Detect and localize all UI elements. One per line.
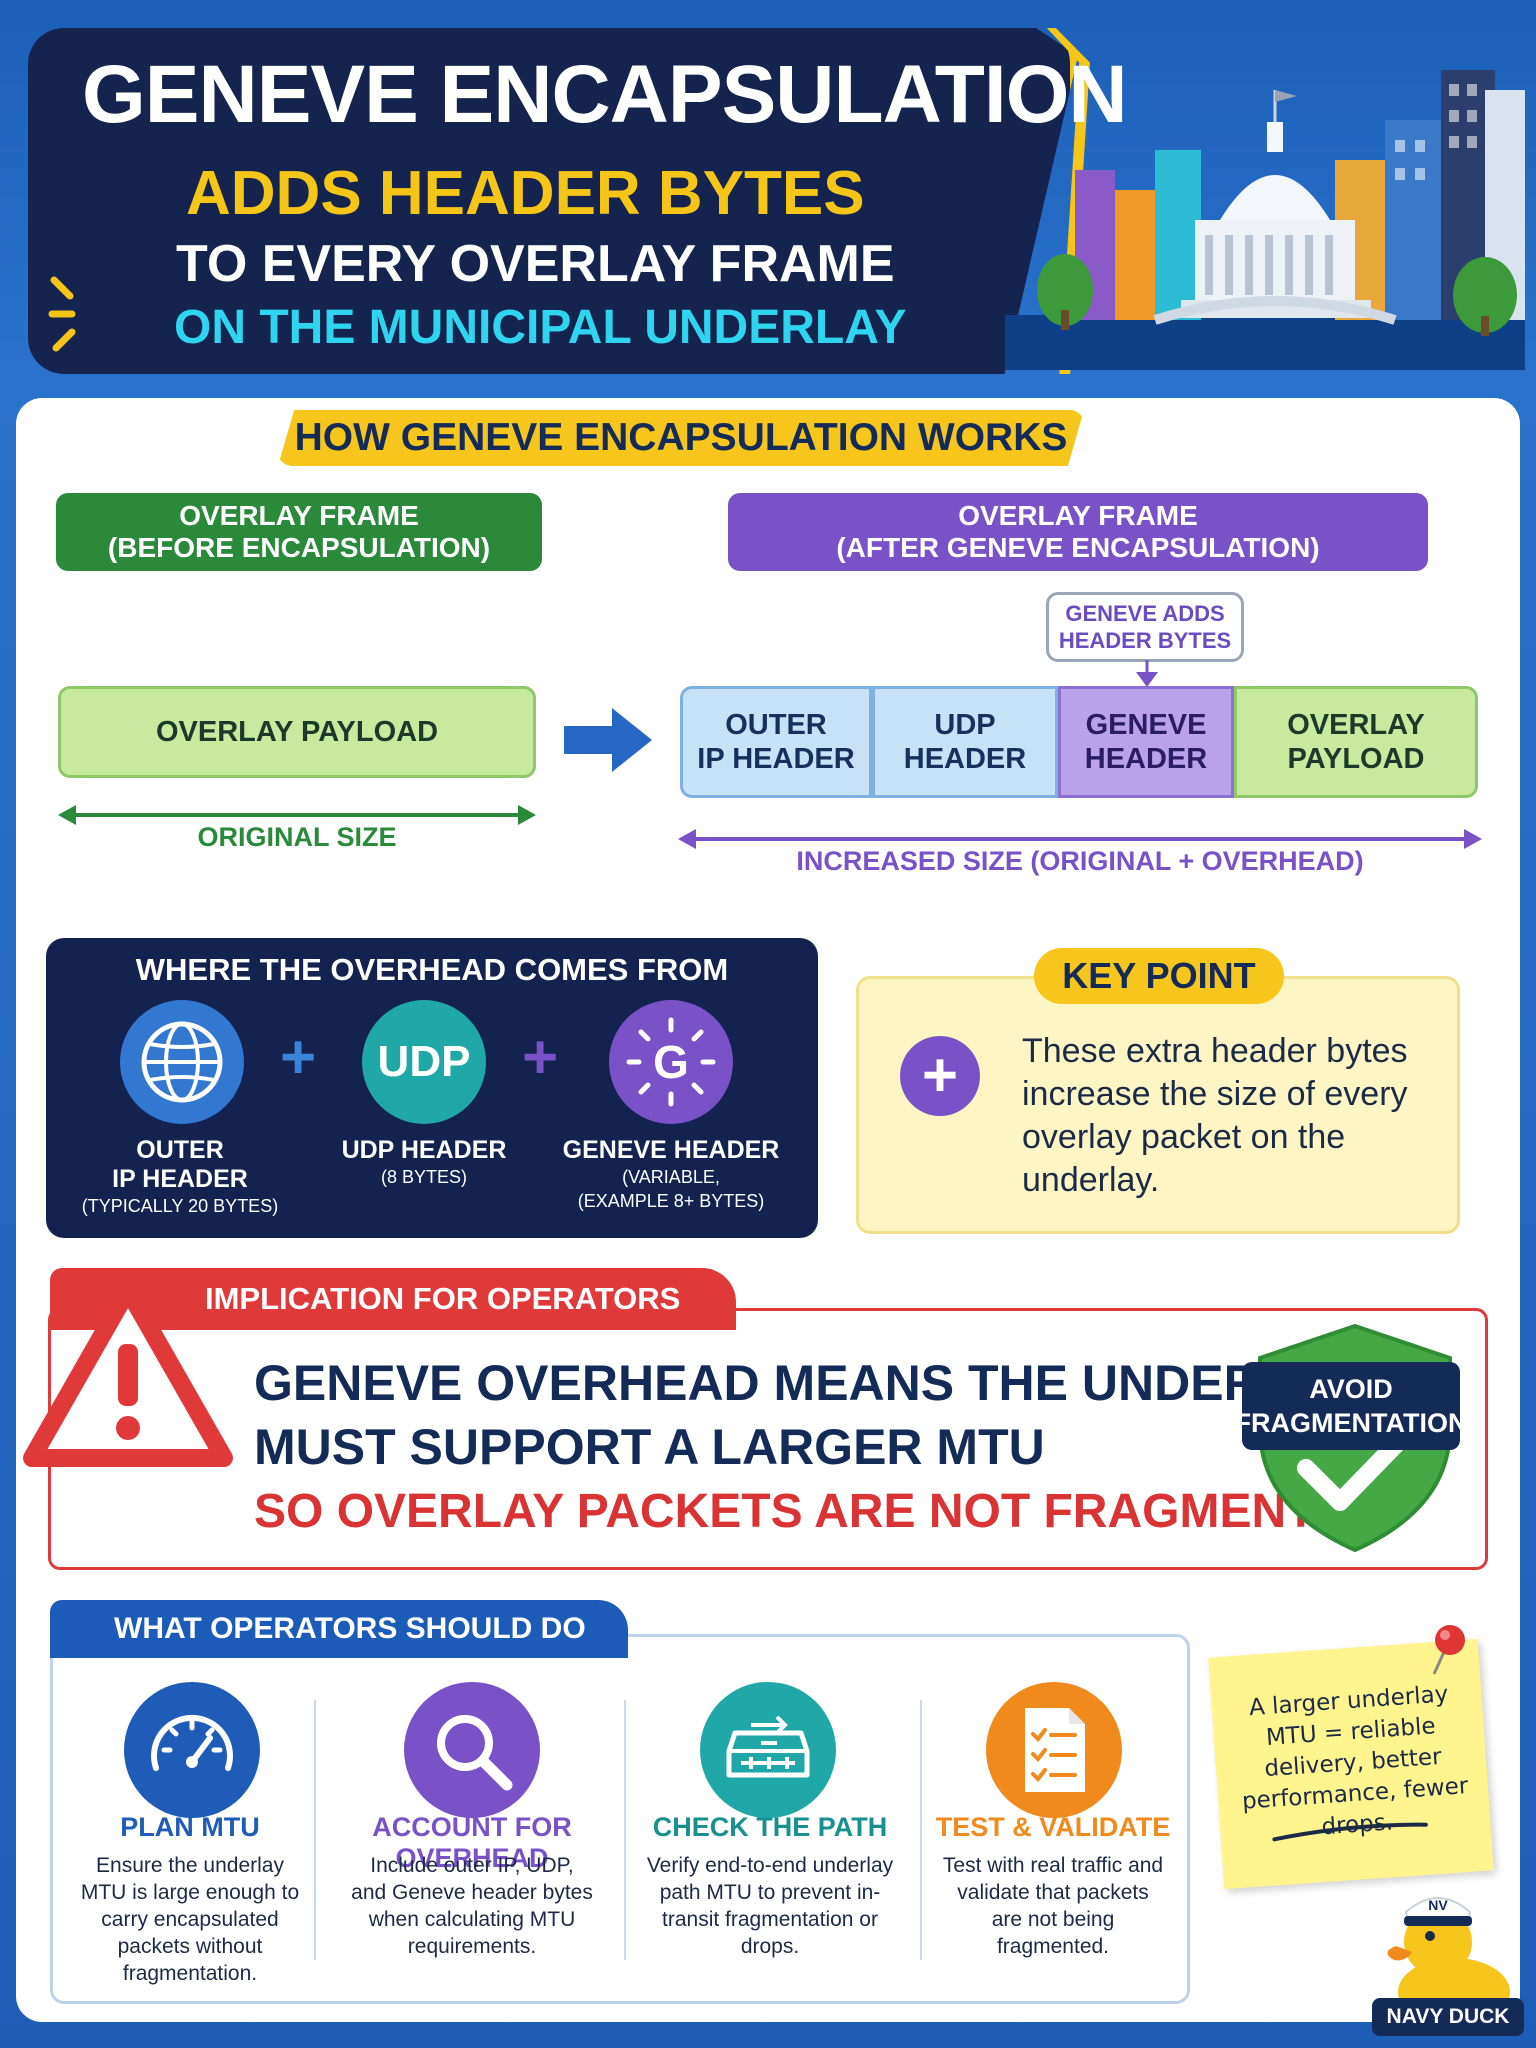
key-point-title: KEY POINT	[1034, 948, 1284, 1004]
segment-udp-header: UDP HEADER	[872, 686, 1058, 798]
geneve-callout-line2: HEADER BYTES	[1058, 628, 1232, 653]
overhead-item-udp-bytes: (8 BYTES)	[380, 1167, 468, 1187]
headline-subtitle: ADDS HEADER BYTES	[186, 159, 865, 228]
underline-stroke	[1272, 1822, 1428, 1842]
geneve-gear-icon: G	[609, 1000, 733, 1124]
overhead-item-geneve: GENEVE HEADER (VARIABLE, (EXAMPLE 8+ BYT…	[546, 1136, 796, 1213]
increased-size-arrow-icon	[678, 829, 1482, 849]
overlay-payload-before: OVERLAY PAYLOAD	[58, 686, 536, 778]
segment-overlay-payload: OVERLAY PAYLOAD	[1234, 686, 1478, 798]
divider	[624, 1700, 626, 1960]
globe-icon	[120, 1000, 244, 1124]
after-label-line1: OVERLAY FRAME	[958, 500, 1198, 531]
cap-monogram: NV	[1428, 1897, 1448, 1913]
divider	[920, 1700, 922, 1960]
city-skyline-icon	[1005, 70, 1525, 370]
after-label-line2: (AFTER GENEVE ENCAPSULATION)	[836, 532, 1320, 563]
segment-geneve-header: GENEVE HEADER	[1058, 686, 1234, 798]
segment-geneve-line2: HEADER	[1084, 743, 1208, 775]
checklist-icon	[986, 1682, 1122, 1818]
overhead-item-geneve-sub2: (EXAMPLE 8+ BYTES)	[577, 1191, 765, 1211]
before-label-line2: (BEFORE ENCAPSULATION)	[107, 532, 491, 563]
avoid-fragmentation-badge: AVOID FRAGMENTATION	[1235, 1362, 1467, 1450]
headline-line3: TO EVERY OVERLAY FRAME	[176, 235, 895, 293]
segment-udp-line2: HEADER	[903, 743, 1027, 775]
network-router-icon	[700, 1682, 836, 1818]
step-desc-account-overhead: Include outer IP, UDP, and Geneve header…	[351, 1854, 593, 1958]
segment-outer-ip-header: OUTER IP HEADER	[680, 686, 872, 798]
step-title-test-validate: TEST & VALIDATE	[935, 1812, 1171, 1842]
warning-icon	[23, 1281, 233, 1467]
segment-geneve-line1: GENEVE	[1085, 709, 1207, 741]
original-size-label: ORIGINAL SIZE	[197, 822, 397, 852]
implication-line2: MUST SUPPORT A LARGER MTU	[254, 1419, 1045, 1475]
brand-label: NAVY DUCK	[1372, 1998, 1524, 2036]
implication-line1: GENEVE OVERHEAD MEANS THE UNDERLAY	[254, 1355, 1356, 1411]
overhead-item-outer-ip-bytes: (TYPICALLY 20 BYTES)	[81, 1196, 279, 1216]
udp-icon: UDP	[362, 1000, 486, 1124]
pushpin-icon	[1432, 1625, 1465, 1675]
segment-udp-line1: UDP	[934, 709, 996, 741]
implication-title: IMPLICATION FOR OPERATORS	[50, 1268, 736, 1330]
overhead-item-outer-ip-line1: OUTER	[136, 1136, 224, 1164]
key-point-text: These extra header bytes increase the si…	[1022, 1032, 1408, 1199]
overhead-item-geneve-line1: GENEVE HEADER	[562, 1136, 780, 1164]
original-size-arrow-icon	[58, 805, 536, 825]
segment-payload-line1: OVERLAY	[1287, 709, 1425, 741]
plus-circle-icon: +	[900, 1036, 980, 1116]
headline-line4: ON THE MUNICIPAL UNDERLAY	[174, 301, 907, 354]
svg-text:G: G	[653, 1036, 689, 1088]
spark-icon	[48, 276, 76, 352]
overhead-item-outer-ip-line2: IP HEADER	[112, 1165, 248, 1193]
speedometer-icon	[124, 1682, 260, 1818]
geneve-callout-line1: GENEVE ADDS	[1065, 601, 1225, 626]
segment-outer-ip-line2: IP HEADER	[697, 743, 855, 775]
plus-icon: +	[522, 1023, 559, 1092]
segment-payload-line2: PAYLOAD	[1287, 743, 1425, 775]
arrow-right-icon	[564, 708, 652, 772]
overhead-item-geneve-sub1: (VARIABLE,	[622, 1167, 720, 1187]
after-label: OVERLAY FRAME (AFTER GENEVE ENCAPSULATIO…	[728, 493, 1428, 571]
header-banner	[28, 28, 1078, 374]
callout-pointer-icon	[1136, 660, 1158, 687]
divider	[314, 1700, 316, 1960]
plus-icon: +	[280, 1023, 317, 1092]
overhead-title: WHERE THE OVERHEAD COMES FROM	[135, 952, 729, 987]
overhead-item-udp-line1: UDP HEADER	[341, 1136, 507, 1164]
step-title-check-path: CHECK THE PATH	[652, 1812, 888, 1842]
step-title-plan-mtu: PLAN MTU	[120, 1812, 260, 1842]
overhead-item-outer-ip: OUTER IP HEADER (TYPICALLY 20 BYTES)	[60, 1136, 300, 1218]
magnifier-icon	[404, 1682, 540, 1818]
implication-line3: SO OVERLAY PACKETS ARE NOT FRAGMENTED	[254, 1485, 1383, 1538]
increased-size-label: INCREASED SIZE (ORIGINAL + OVERHEAD)	[796, 846, 1364, 876]
geneve-callout: GENEVE ADDS HEADER BYTES	[1046, 592, 1244, 662]
step-desc-test-validate: Test with real traffic and validate that…	[942, 1854, 1164, 1958]
step-title-account-overhead: ACCOUNT FOR OVERHEAD	[372, 1812, 572, 1873]
segment-outer-ip-line1: OUTER	[725, 709, 827, 741]
badge-line1: AVOID	[1309, 1374, 1393, 1404]
operators-title: WHAT OPERATORS SHOULD DO	[50, 1600, 628, 1658]
headline-title: GENEVE ENCAPSULATION	[82, 49, 1128, 140]
before-label-line1: OVERLAY FRAME	[179, 500, 419, 531]
section-title-how: HOW GENEVE ENCAPSULATION WORKS	[278, 410, 1084, 466]
before-label: OVERLAY FRAME (BEFORE ENCAPSULATION)	[56, 493, 542, 571]
step-desc-check-path: Verify end-to-end underlay path MTU to p…	[646, 1854, 894, 1958]
badge-line2: FRAGMENTATION	[1234, 1408, 1468, 1438]
step-desc-plan-mtu: Ensure the underlay MTU is large enough …	[80, 1854, 300, 1985]
overhead-item-udp: UDP HEADER (8 BYTES)	[300, 1136, 548, 1189]
